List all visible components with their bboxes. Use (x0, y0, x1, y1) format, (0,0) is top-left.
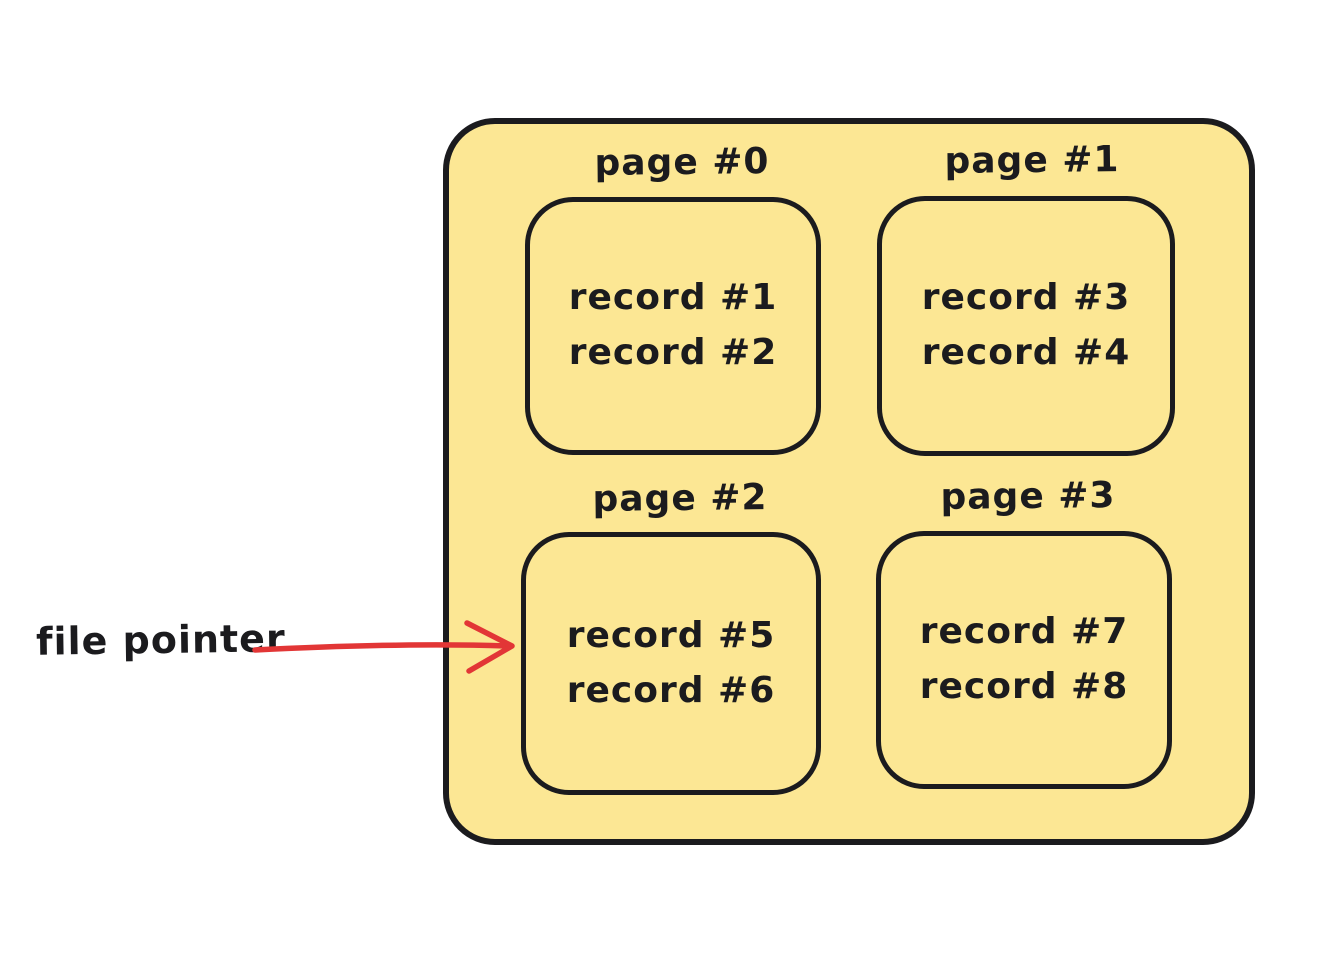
record-line: record #1 (568, 277, 778, 319)
file-pointer-label: file pointer (35, 616, 286, 664)
record-line: record #8 (919, 666, 1129, 707)
page-2-label: page #2 (592, 477, 768, 520)
record-line: record #7 (919, 611, 1129, 653)
record-line: record #5 (566, 614, 776, 656)
page-2-box: record #5 record #6 (521, 532, 821, 795)
page-3-box: record #7 record #8 (876, 531, 1172, 789)
record-line: record #6 (566, 669, 776, 711)
page-3-label: page #3 (940, 475, 1116, 518)
record-line: record #4 (921, 332, 1131, 373)
page-1-label: page #1 (944, 139, 1120, 182)
record-line: record #2 (568, 332, 778, 373)
page-0-label: page #0 (594, 141, 770, 184)
page-0-box: record #1 record #2 (525, 197, 821, 455)
record-line: record #3 (921, 277, 1131, 319)
page-1-box: record #3 record #4 (877, 196, 1175, 456)
